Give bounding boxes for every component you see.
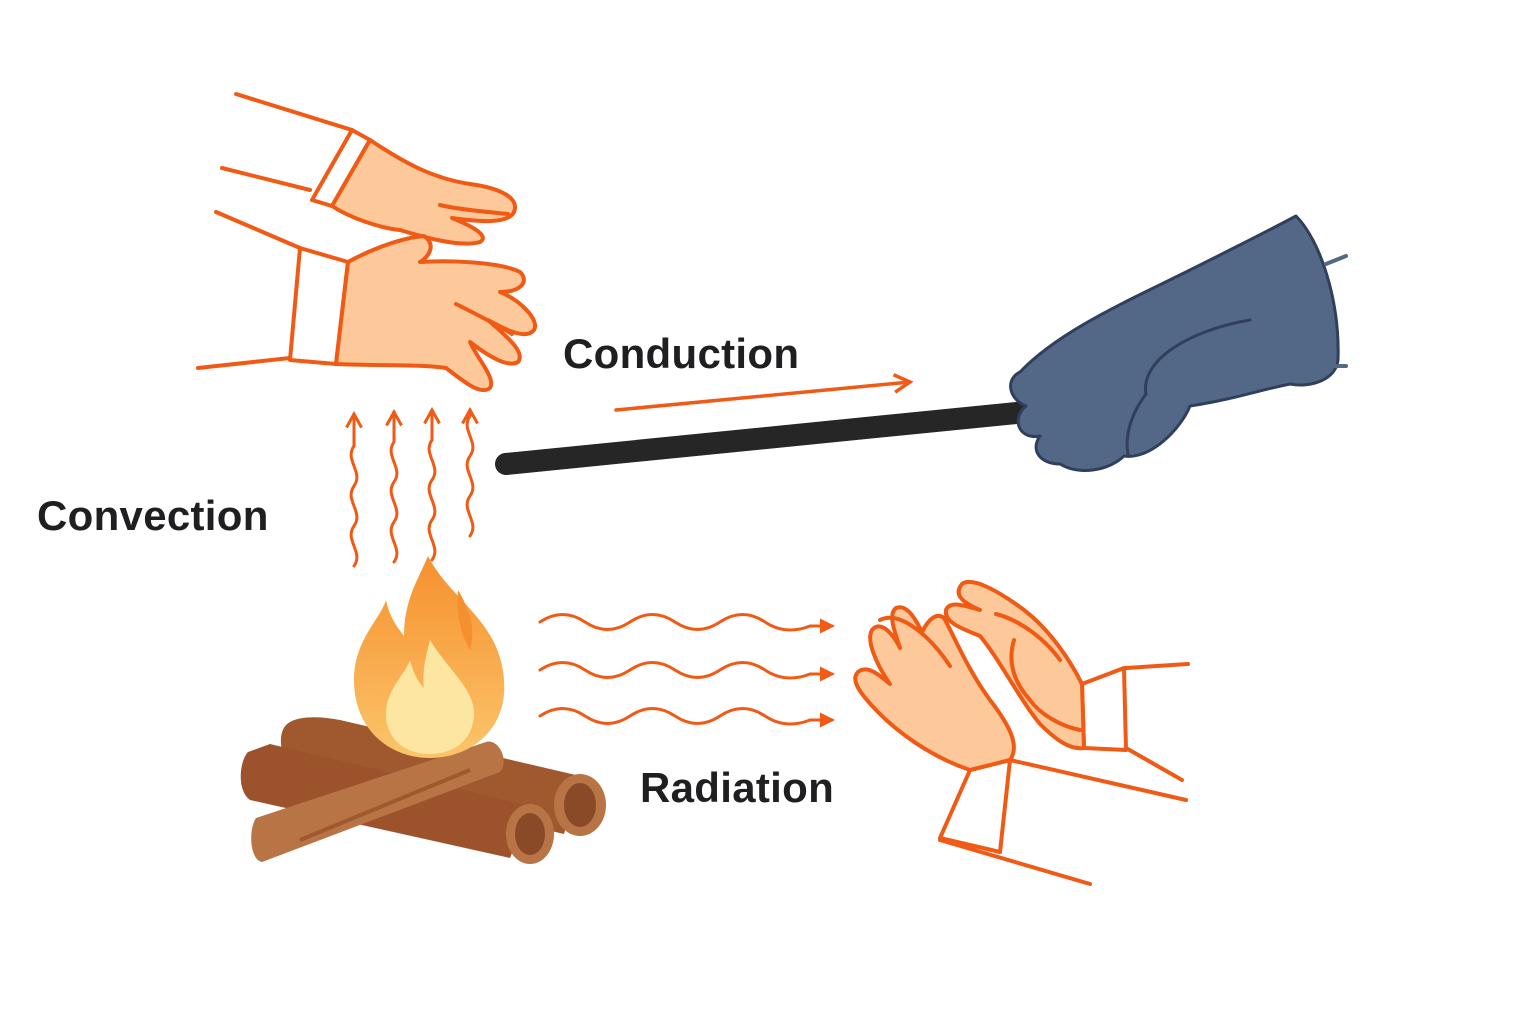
heat-wave-arrow-icon (391, 412, 397, 564)
heat-wave-arrow-icon (429, 410, 435, 562)
logs-icon (240, 717, 606, 864)
heat-wave-arrow-icon (467, 410, 473, 538)
convection-hands-icon (196, 92, 538, 392)
heat-wave-arrow-icon (538, 613, 835, 634)
fire-icon (354, 556, 505, 758)
convection-label: Convection (37, 492, 269, 539)
conduction-label: Conduction (563, 330, 800, 377)
convection-arrows (351, 410, 473, 568)
heat-wave-arrow-icon (538, 707, 835, 728)
heat-wave-arrow-icon (538, 661, 835, 682)
radiation-arrows (538, 613, 835, 728)
radiation-hands-icon (853, 579, 1190, 886)
conduction-arrow-icon (614, 382, 910, 412)
glove-icon (1009, 214, 1348, 472)
radiation-label: Radiation (640, 764, 835, 811)
heat-wave-arrow-icon (351, 414, 357, 568)
